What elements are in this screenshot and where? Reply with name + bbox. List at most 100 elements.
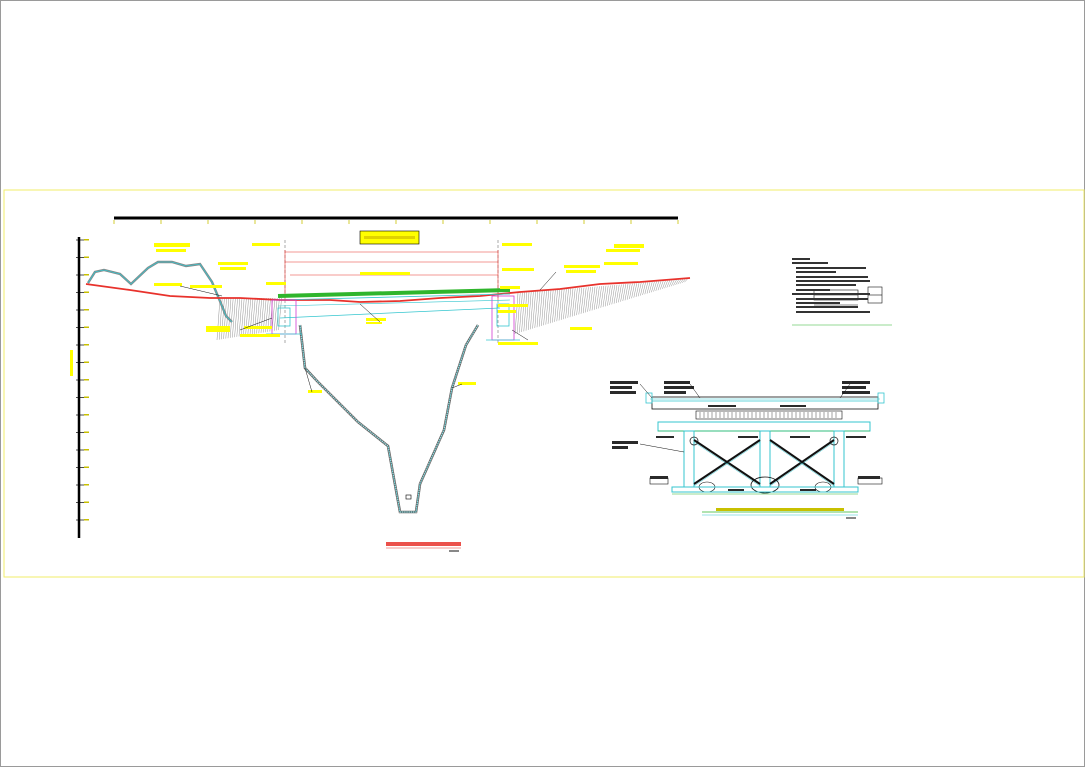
- section-label: [664, 386, 694, 389]
- hatch-line: [604, 285, 609, 307]
- hatch-line: [664, 280, 668, 289]
- hatch-line: [620, 284, 624, 302]
- hatch-line: [223, 297, 227, 339]
- notes-line: [796, 306, 858, 309]
- annotation-label: [206, 326, 230, 332]
- notes-line: [796, 297, 868, 300]
- section-label: [664, 391, 686, 394]
- annotation-label: [498, 310, 516, 313]
- axis-label: [70, 350, 73, 376]
- hatch-line: [243, 297, 247, 336]
- hatch-line: [684, 278, 688, 283]
- axis-tick-label: [84, 291, 89, 293]
- notes-line: [792, 293, 870, 296]
- hatch-line: [585, 287, 589, 313]
- axis-tick-label: [84, 501, 89, 503]
- section-label: [790, 436, 810, 438]
- hatch-line: [637, 282, 642, 297]
- hatch-line: [655, 281, 660, 291]
- hatch-line: [532, 291, 536, 329]
- annotation-label: [220, 267, 246, 270]
- hatch-line: [549, 290, 554, 324]
- hatch-line: [591, 286, 596, 311]
- section-label: [664, 381, 690, 384]
- left-slope-hatch: [216, 297, 282, 341]
- hatch-line: [576, 287, 580, 316]
- notes-line: [796, 310, 870, 313]
- axis-tick-label: [84, 379, 89, 381]
- elevation-title-tag: [359, 230, 420, 245]
- axis-tick-label: [84, 309, 89, 311]
- bridge-deck: [277, 288, 511, 319]
- hatch-line: [631, 283, 635, 299]
- hatch-line: [600, 285, 605, 308]
- notes-line: [796, 266, 866, 269]
- section-label: [780, 405, 806, 407]
- section-annotations: [610, 381, 880, 491]
- hatch-line: [571, 288, 576, 317]
- hatch-line: [536, 291, 541, 328]
- section-columns: [683, 430, 845, 488]
- hatch-line: [624, 283, 629, 301]
- axis-tick-label: [84, 414, 89, 416]
- hatch-line: [596, 286, 600, 310]
- hatch-line: [545, 290, 550, 325]
- notes-line: [796, 284, 856, 287]
- axis-tick-label: [84, 326, 89, 328]
- axis-tick-label: [84, 484, 89, 486]
- hatch-line: [651, 281, 655, 293]
- annotation-label: [604, 262, 638, 265]
- hatch-line: [582, 287, 587, 314]
- section-label: [612, 441, 638, 444]
- hatch-line: [642, 282, 646, 296]
- right-slope-hatch: [514, 278, 688, 335]
- axis-tick-label: [84, 344, 89, 346]
- section-leader: [639, 383, 653, 399]
- axis-tick-label: [84, 274, 89, 276]
- axis-tick-label: [84, 396, 89, 398]
- leader-line: [359, 303, 381, 323]
- hatch-line: [679, 279, 684, 284]
- hatch-line: [278, 297, 282, 331]
- annotation-label: [190, 285, 222, 288]
- hatch-line: [580, 287, 585, 314]
- water-level-marker: [405, 494, 412, 500]
- annotation-label: [218, 262, 248, 265]
- ravine-profile: [298, 324, 480, 514]
- annotation-label: [154, 243, 190, 247]
- annotation-label: [606, 249, 640, 252]
- hatch-line: [613, 284, 618, 304]
- section-label: [708, 405, 736, 407]
- hatch-line: [530, 291, 534, 330]
- hatch-line: [622, 284, 627, 302]
- hatch-line: [538, 290, 543, 327]
- cross-section-drawing: [610, 381, 885, 519]
- hatch-line: [523, 292, 528, 332]
- hatch-line: [677, 279, 681, 285]
- hatch-line: [229, 297, 234, 338]
- section-label: [858, 476, 880, 479]
- section-label: [842, 381, 870, 384]
- hatch-line: [569, 288, 574, 318]
- annotation-label: [240, 334, 280, 337]
- annotation-label: [252, 243, 280, 246]
- hatch-line: [234, 297, 238, 338]
- axis-tick-label: [84, 431, 89, 433]
- hatch-line: [558, 289, 563, 321]
- elevation-annotations: [154, 243, 644, 393]
- annotation-label: [154, 283, 182, 286]
- hatch-line: [516, 292, 521, 334]
- section-leader: [839, 383, 851, 399]
- annotation-label: [498, 342, 538, 345]
- hatch-line: [598, 286, 602, 309]
- section-label: [610, 381, 638, 384]
- annotation-label: [156, 249, 186, 252]
- section-label: [610, 386, 632, 389]
- annotation-label: [570, 327, 592, 330]
- hatch-line: [567, 288, 572, 318]
- hatch-line: [670, 280, 675, 287]
- notes-line: [796, 288, 830, 291]
- hatch-line: [519, 292, 523, 333]
